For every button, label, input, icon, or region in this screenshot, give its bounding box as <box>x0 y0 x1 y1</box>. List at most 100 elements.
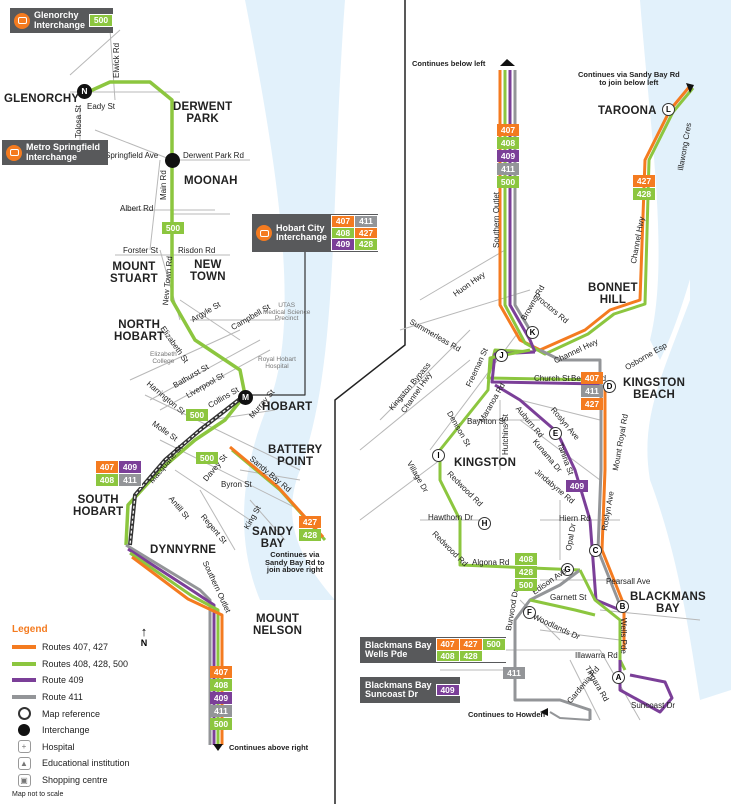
route-badge-428[interactable]: 428 <box>459 650 482 662</box>
map-ref-I[interactable]: I <box>432 449 445 462</box>
river-derwent-left <box>243 0 390 600</box>
map-ref-G[interactable]: G <box>561 563 574 576</box>
street-hutchins-st: Hutchins St <box>501 414 510 455</box>
wells-pde-interchange-box[interactable]: Blackmans Bay Wells Pde 407 427 500 408 … <box>360 637 506 663</box>
route-badge-427[interactable]: 427 <box>581 398 603 410</box>
map-ref-F[interactable]: F <box>523 606 536 619</box>
map-ref-L[interactable]: L <box>662 103 675 116</box>
map-ref-A[interactable]: A <box>612 671 625 684</box>
route-badge-407[interactable]: 407 <box>436 638 459 650</box>
route-badge-407[interactable]: 407 <box>210 666 232 678</box>
route-badge-408[interactable]: 408 <box>436 650 459 662</box>
glenorchy-route-codes: 500 <box>89 14 114 27</box>
street-wells-pde: Wells Pde <box>619 618 628 654</box>
route-badge-411[interactable]: 411 <box>210 705 232 717</box>
glenorchy-interchange-box[interactable]: Glenorchy Interchange 500 <box>10 8 114 33</box>
route-badge-500[interactable]: 500 <box>186 409 208 421</box>
street-forster-st: Forster St <box>123 246 159 255</box>
route-badge-411[interactable]: 411 <box>503 667 525 679</box>
map-ref-J[interactable]: J <box>495 349 508 362</box>
street-baynton-st: Baynton St <box>467 417 507 426</box>
street-hawthorn-dr: Hawthorn Dr <box>428 513 473 522</box>
route-tags-south-hobart: 407 409 408 411 <box>95 460 142 487</box>
map-ref-D[interactable]: D <box>603 380 616 393</box>
route-badge-411[interactable]: 411 <box>355 215 378 227</box>
route-badge-408[interactable]: 408 <box>96 474 118 486</box>
route-tags-top-right: 407 408 409 411 500 <box>497 124 519 188</box>
route-badge-428[interactable]: 428 <box>515 566 537 578</box>
note-continues-via-bottom: Continues via Sandy Bay Rd to join above… <box>265 550 325 574</box>
water-top-right <box>640 0 731 360</box>
map-ref-H[interactable]: H <box>478 517 491 530</box>
route-badge-500[interactable]: 500 <box>196 452 218 464</box>
route-badge-407[interactable]: 407 <box>332 215 355 227</box>
bus-icon <box>14 12 30 29</box>
route-badge-428[interactable]: 428 <box>299 529 321 541</box>
route-badge-407[interactable]: 407 <box>96 461 118 473</box>
route-tag-hobart-b: 500 <box>196 452 218 464</box>
interchange-glenorchy-marker[interactable]: N <box>77 84 92 99</box>
map-ref-B[interactable]: B <box>616 600 629 613</box>
route-tag-moonah: 500 <box>162 222 184 234</box>
hospital-icon: + <box>17 740 31 754</box>
route-badge-428[interactable]: 428 <box>633 188 655 200</box>
route-tags-kingston-beach: 407 411 427 <box>581 372 603 410</box>
route-badge-408[interactable]: 408 <box>332 227 355 239</box>
route-badge-500[interactable]: 500 <box>210 718 232 730</box>
hobart-city-route-codes: 407 411 408 427 409 428 <box>331 214 379 252</box>
route-tags-channel: 427 428 <box>633 175 655 200</box>
map-ref-C[interactable]: C <box>589 544 602 557</box>
route-badge-411[interactable]: 411 <box>497 163 519 175</box>
suburb-glenorchy: GLENORCHY <box>4 93 80 105</box>
map-ref-E[interactable]: E <box>549 427 562 440</box>
street-main-rd: Main Rd <box>159 170 168 200</box>
route-badge-500[interactable]: 500 <box>482 638 505 650</box>
hobart-city-interchange-box[interactable]: Hobart City Interchange 407 411 408 427 … <box>252 214 379 252</box>
street-hiern-rd: Hiern Rd <box>559 514 591 523</box>
street-garnett-st: Garnett St <box>550 593 587 602</box>
route-badge-427[interactable]: 427 <box>459 638 482 650</box>
route-badge-409[interactable]: 409 <box>332 239 355 251</box>
interchange-springfield-marker[interactable] <box>165 153 180 168</box>
street-algona-rd: Algona Rd <box>472 558 510 567</box>
map-reference-icon <box>17 707 31 721</box>
route-badge-407[interactable]: 407 <box>497 124 519 136</box>
springfield-interchange-box[interactable]: Metro Springfield Interchange <box>2 140 108 165</box>
route-badge-407[interactable]: 407 <box>581 372 603 384</box>
legend-footnote: Map not to scale <box>12 791 64 799</box>
route-badge-408[interactable]: 408 <box>210 679 232 691</box>
route-badge-500[interactable]: 500 <box>162 222 184 234</box>
route-badge-427[interactable]: 427 <box>299 516 321 528</box>
route-badge-409[interactable]: 409 <box>119 461 141 473</box>
note-continues-to-howden: Continues to Howden <box>468 710 546 719</box>
map-ref-K[interactable]: K <box>526 326 539 339</box>
legend-label: Routes 407, 427 <box>42 642 109 653</box>
route-badge-427[interactable]: 427 <box>355 227 378 239</box>
route-badge-500[interactable]: 500 <box>90 15 113 26</box>
route-badge-409[interactable]: 409 <box>436 684 459 696</box>
suburb-north-hobart: NORTH HOBART <box>114 319 165 343</box>
route-badge-409[interactable]: 409 <box>497 150 519 162</box>
route-badge-411[interactable]: 411 <box>119 474 141 486</box>
legend-label: Route 411 <box>42 692 83 703</box>
panel-divider <box>334 0 406 804</box>
suncoast-route-codes: 409 <box>435 683 460 697</box>
legend-item-education: ▲Educational institution <box>12 755 130 772</box>
legend-item-shopping: ▣Shopping centre <box>12 772 130 789</box>
route-badge-408[interactable]: 408 <box>515 553 537 565</box>
legend-item-hospital: +Hospital <box>12 739 130 756</box>
legend-item-407-427: Routes 407, 427 <box>12 639 130 656</box>
route-badge-408[interactable]: 408 <box>497 137 519 149</box>
route-badge-411[interactable]: 411 <box>581 385 603 397</box>
suncoast-interchange-box[interactable]: Blackmans Bay Suncoast Dr 409 <box>360 677 460 703</box>
interchange-hobart-marker[interactable]: M <box>238 390 253 405</box>
suburb-blackmans-bay: BLACKMANS BAY <box>630 591 706 615</box>
route-badge-500[interactable]: 500 <box>515 579 537 591</box>
route-badge-500[interactable]: 500 <box>497 176 519 188</box>
route-tag-blackmans: 409 <box>566 480 588 492</box>
route-badge-427[interactable]: 427 <box>633 175 655 187</box>
route-badge-428[interactable]: 428 <box>355 239 378 251</box>
label-royal-hobart: Royal Hobart Hospital <box>258 356 296 370</box>
route-badge-409[interactable]: 409 <box>566 480 588 492</box>
route-badge-409[interactable]: 409 <box>210 692 232 704</box>
